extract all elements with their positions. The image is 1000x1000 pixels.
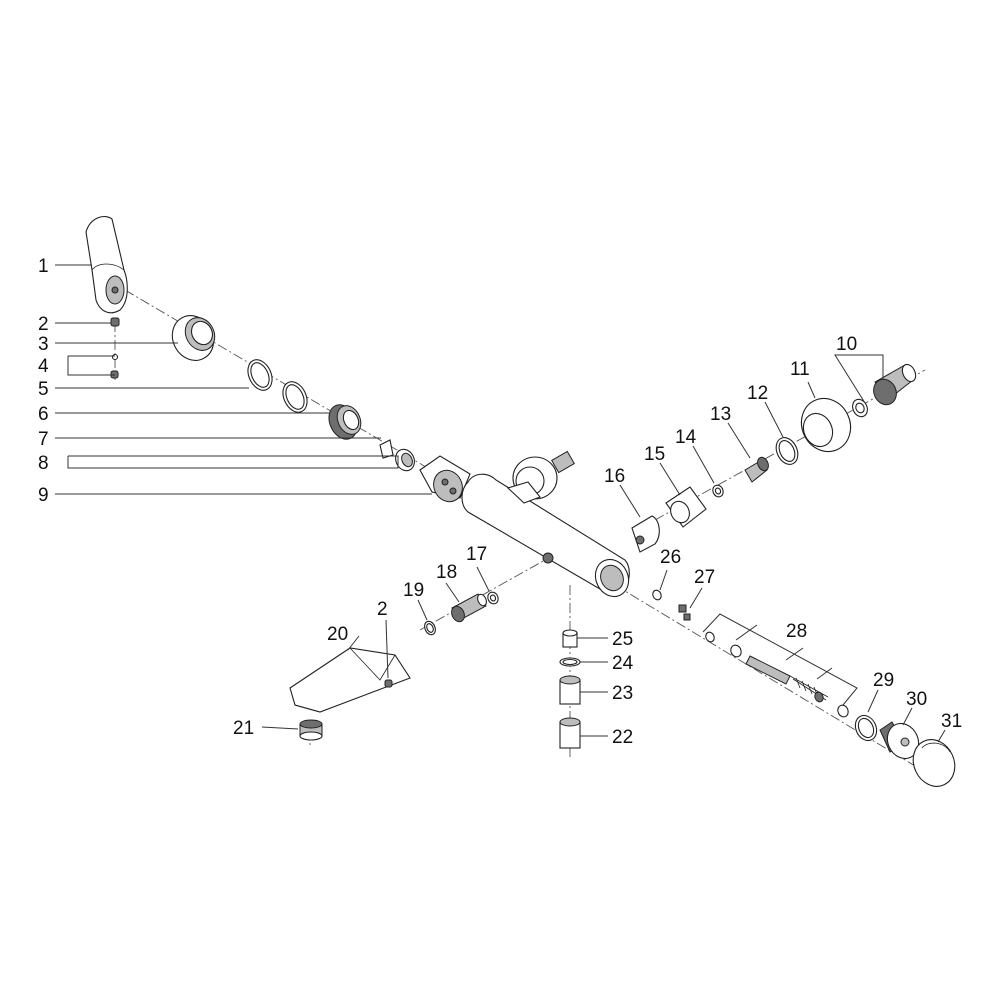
mixer-body-part	[461, 450, 630, 598]
callout-11: 11	[790, 359, 810, 380]
callout-8: 8	[38, 453, 49, 474]
callout-14: 14	[675, 427, 697, 448]
aerator-part	[299, 719, 323, 741]
eccentric-connector-part	[852, 363, 917, 418]
o-ring-parts	[247, 359, 308, 413]
rosette-o-ring-part	[775, 437, 799, 465]
callout-23: 23	[612, 683, 633, 704]
callout-15: 15	[644, 444, 665, 465]
callout-4: 4	[38, 356, 49, 377]
callout-30: 30	[906, 689, 927, 710]
thermo-small-parts	[652, 589, 691, 621]
callout-5: 5	[38, 379, 49, 400]
callout-19: 19	[403, 580, 424, 601]
callout-7: 7	[38, 429, 49, 450]
bath-spout-part	[289, 647, 411, 713]
spout-screw-part	[384, 679, 393, 688]
callout-2-lower: 2	[377, 599, 388, 620]
union-nut-part	[665, 486, 707, 528]
callout-16: 16	[604, 466, 625, 487]
callout-20: 20	[327, 624, 348, 645]
threaded-bushing-part	[328, 404, 362, 440]
small-ball-parts	[110, 353, 119, 379]
grub-screw-part	[110, 317, 120, 327]
callout-22: 22	[612, 727, 633, 748]
stop-ring-part	[395, 448, 415, 472]
callout-3: 3	[38, 334, 49, 355]
callout-labels: 1 2 3 4 5 6 7 8 9 10 11 12 13 14 15 16 1…	[38, 256, 962, 748]
callout-25: 25	[612, 629, 633, 650]
spout-o-ring-part	[424, 620, 436, 636]
spout-washer-part	[487, 591, 499, 605]
callout-31: 31	[941, 711, 962, 732]
cartridge-part	[419, 455, 471, 503]
callout-9: 9	[38, 485, 49, 506]
thermo-element-parts	[705, 631, 849, 718]
leader-lines	[55, 264, 946, 743]
callout-6: 6	[38, 404, 49, 425]
callout-13: 13	[710, 404, 731, 425]
callout-2: 2	[38, 314, 49, 335]
callout-18: 18	[436, 562, 457, 583]
cover-plate-part	[631, 515, 660, 553]
callout-1: 1	[38, 256, 49, 277]
callout-29: 29	[873, 670, 894, 691]
cap-o-ring-part	[854, 714, 878, 742]
callout-24: 24	[612, 653, 634, 674]
callout-27: 27	[694, 567, 715, 588]
wall-rosette-part	[800, 397, 852, 453]
temperature-knob-part	[912, 739, 956, 787]
filter-washer-part	[712, 484, 724, 498]
check-valve-part	[744, 456, 769, 483]
callout-10: 10	[836, 334, 857, 355]
retaining-clip-part	[379, 439, 394, 459]
parts	[85, 215, 956, 787]
callout-17: 17	[466, 544, 487, 565]
lever-handle-part	[85, 215, 128, 314]
thermostat-cap-part	[879, 721, 920, 760]
diverter-part	[451, 593, 487, 623]
cover-cap-part	[171, 315, 216, 361]
callout-21: 21	[233, 718, 254, 739]
callout-12: 12	[747, 383, 768, 404]
callout-28: 28	[786, 621, 807, 642]
callout-26: 26	[660, 547, 681, 568]
